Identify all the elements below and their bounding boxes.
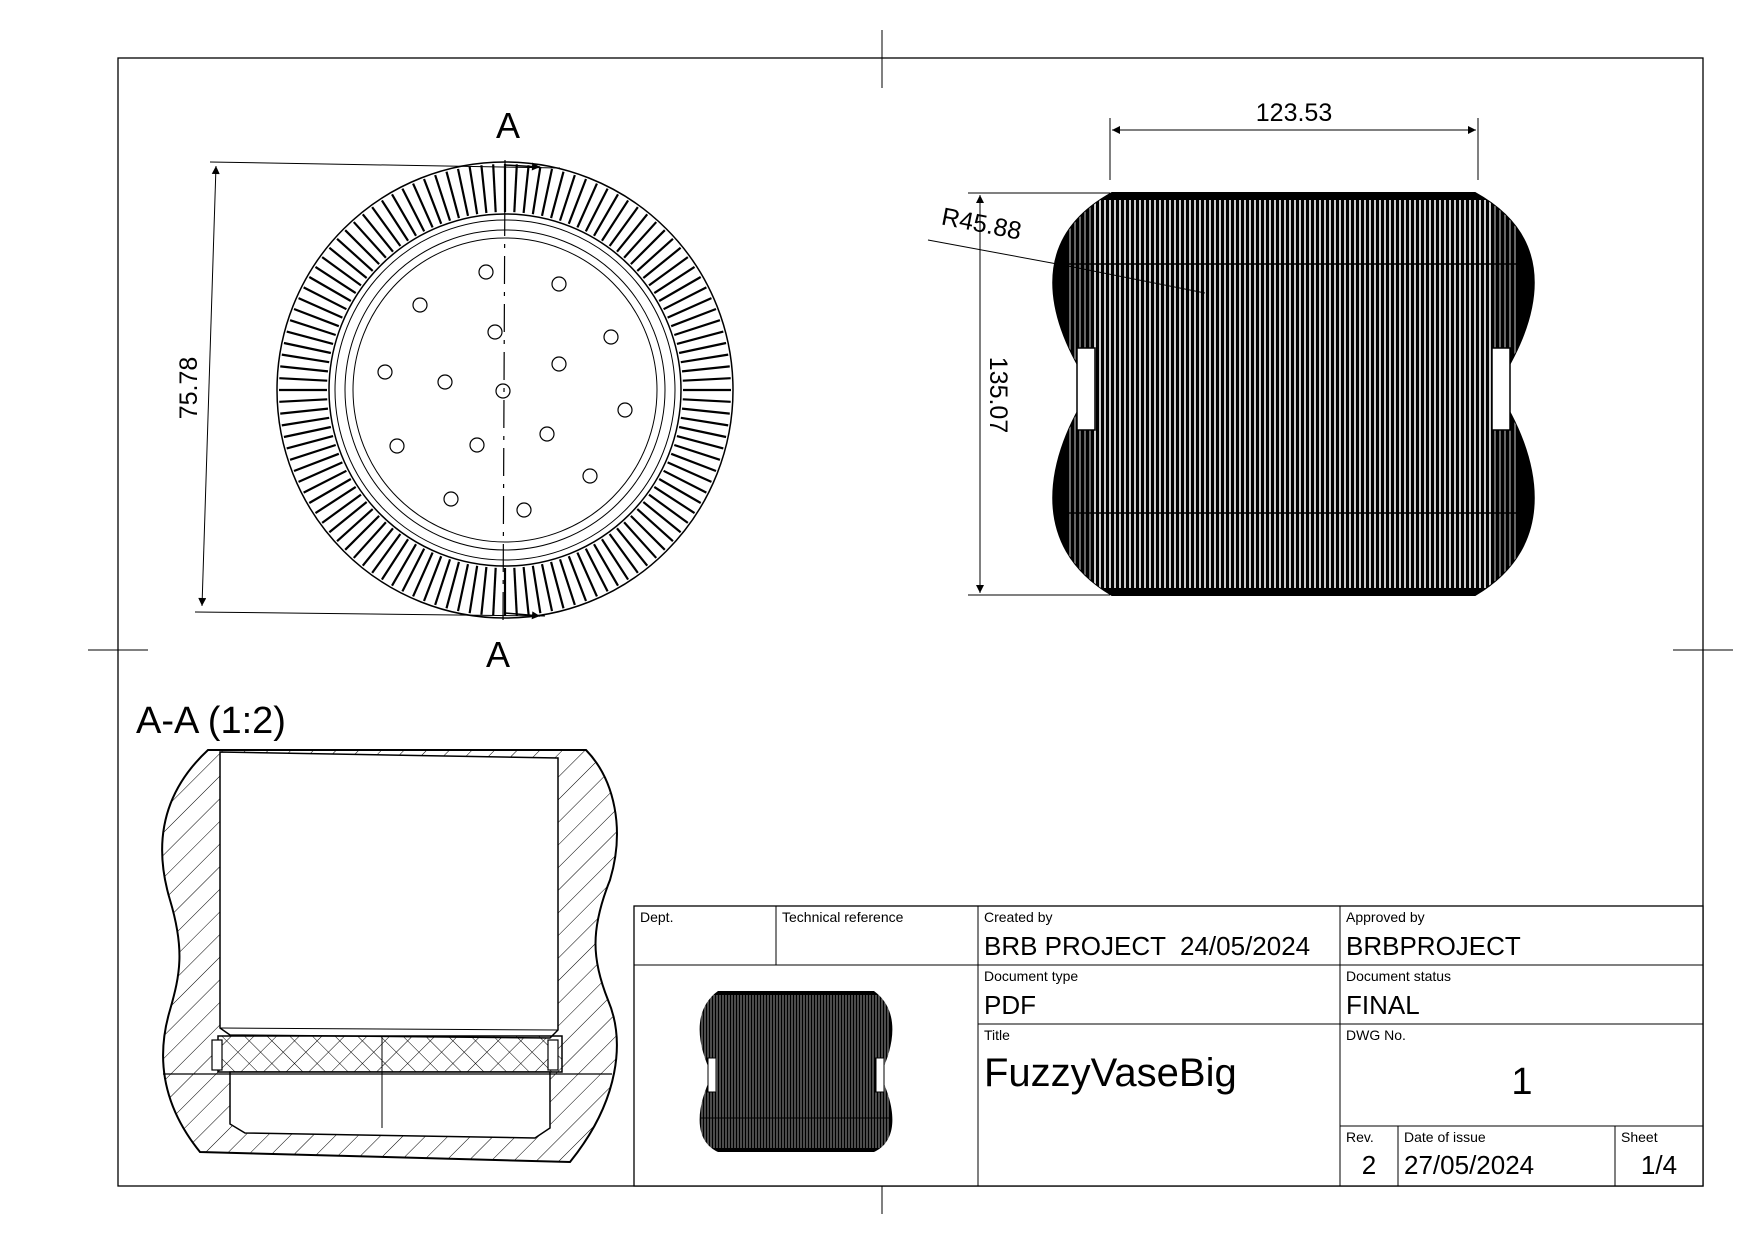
- section-lower-cavity: [229, 1071, 551, 1139]
- section-view-title: A-A (1:2): [136, 700, 286, 742]
- approved-by-label: Approved by: [1346, 909, 1425, 925]
- vase-body-outline: [1052, 192, 1535, 596]
- sheet-value: 1/4: [1641, 1150, 1677, 1180]
- section-inner-cavity: [219, 751, 559, 1039]
- height-dimension-label: 135.07: [984, 357, 1012, 433]
- created-by-label: Created by: [984, 909, 1052, 925]
- section-mark-bottom: A: [486, 634, 510, 675]
- tech-ref-label: Technical reference: [782, 909, 904, 925]
- radius-dimension-label: R45.88: [939, 203, 1023, 246]
- section-mark-top: A: [496, 105, 520, 146]
- title-block: Dept. Technical reference Created by BRB…: [633, 905, 1704, 1187]
- doc-status-label: Document status: [1346, 968, 1451, 984]
- thumbnail-preview: [699, 991, 893, 1152]
- rev-label: Rev.: [1346, 1129, 1374, 1145]
- top-view-ribs: [279, 164, 731, 616]
- diameter-dimension-line: [198, 165, 220, 607]
- doc-status-value: FINAL: [1346, 990, 1420, 1020]
- rev-value: 2: [1362, 1150, 1376, 1180]
- date-value: 27/05/2024: [1404, 1150, 1534, 1180]
- section-view: A-A (1:2): [136, 700, 618, 1164]
- title-label: Title: [984, 1027, 1010, 1043]
- top-view-holes: [377, 264, 633, 518]
- width-dimension-label: 123.53: [1256, 99, 1332, 127]
- date-label: Date of issue: [1404, 1129, 1486, 1145]
- dwg-no-label: DWG No.: [1346, 1027, 1406, 1043]
- doc-type-value: PDF: [984, 990, 1036, 1020]
- approved-by-value: BRBPROJECT: [1346, 931, 1521, 961]
- sheet-label: Sheet: [1621, 1129, 1658, 1145]
- diameter-dimension-label: 75.78: [175, 357, 203, 420]
- created-by-value: BRB PROJECT 24/05/2024: [984, 931, 1310, 961]
- radius-leader-line: [927, 239, 1069, 269]
- section-arrow-top: [504, 162, 541, 171]
- dept-label: Dept.: [640, 909, 673, 925]
- side-view: 123.53 135.07 R45.88: [927, 99, 1535, 596]
- doc-type-label: Document type: [984, 968, 1078, 984]
- top-view: A A 75.78: [175, 105, 734, 675]
- section-bottom-plate: [217, 1035, 563, 1073]
- dwg-no-value: 1: [1511, 1061, 1532, 1103]
- title-value: FuzzyVaseBig: [984, 1051, 1237, 1095]
